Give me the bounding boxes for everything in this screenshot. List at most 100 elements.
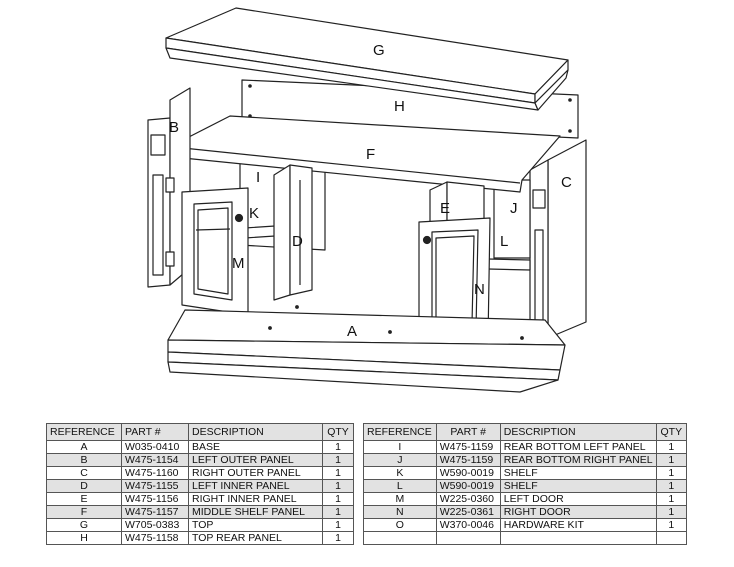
cell-ref: F [46,505,122,519]
cell-ref: C [46,466,122,480]
cell-qty: 1 [322,492,354,506]
label-c: C [561,174,572,191]
label-a: A [347,323,357,340]
table-row: K W590-0019 SHELF 1 [363,466,688,480]
header-description: DESCRIPTION [499,423,657,441]
table-row: N W225-0361 RIGHT DOOR 1 [363,505,688,519]
cell-desc: LEFT INNER PANEL [188,479,323,493]
cell-qty: 1 [322,479,354,493]
table-row: D W475-1155 LEFT INNER PANEL 1 [46,479,354,493]
table-row: E W475-1156 RIGHT INNER PANEL 1 [46,492,354,506]
cell-ref: D [46,479,122,493]
cell-ref: G [46,518,122,532]
table-row: L W590-0019 SHELF 1 [363,479,688,493]
table-row: F W475-1157 MIDDLE SHELF PANEL 1 [46,505,354,519]
label-k: K [249,205,259,222]
cell-ref: O [363,518,437,532]
cell-qty: 1 [655,518,688,532]
cell-part: W590-0019 [435,466,501,480]
header-reference: REFERENCE [363,423,437,441]
header-part: PART # [121,423,189,441]
cell-qty [655,531,688,545]
label-g: G [373,42,385,59]
cell-part: W475-1158 [121,531,189,545]
cell-part: W035-0410 [121,440,189,454]
cell-desc: RIGHT OUTER PANEL [188,466,323,480]
parts-table-left: REFERENCE PART # DESCRIPTION QTY A W035-… [46,423,354,545]
header-reference: REFERENCE [46,423,122,441]
header-qty: QTY [655,423,688,441]
cell-desc: REAR BOTTOM LEFT PANEL [499,440,657,454]
cell-qty: 1 [322,531,354,545]
cell-qty: 1 [655,479,688,493]
cell-part: W705-0383 [121,518,189,532]
label-n: N [474,281,485,298]
cell-desc: SHELF [499,479,657,493]
table-row [363,531,688,545]
header-description: DESCRIPTION [188,423,323,441]
cell-qty: 1 [322,505,354,519]
cell-part: W225-0361 [435,505,501,519]
cell-ref: L [363,479,437,493]
parts-table-right: REFERENCE PART # DESCRIPTION QTY I W475-… [363,423,688,545]
label-b: B [169,119,179,136]
cell-part: W475-1154 [121,453,189,467]
cell-ref: B [46,453,122,467]
table-row: A W035-0410 BASE 1 [46,440,354,454]
cell-part: W475-1155 [121,479,189,493]
cell-desc: BASE [188,440,323,454]
cell-desc: RIGHT INNER PANEL [188,492,323,506]
cell-ref: J [363,453,437,467]
cell-qty: 1 [655,505,688,519]
cell-ref: K [363,466,437,480]
cell-part: W475-1157 [121,505,189,519]
label-l: L [500,233,508,250]
cell-desc: TOP REAR PANEL [188,531,323,545]
cell-part: W370-0046 [435,518,501,532]
cell-part: W475-1160 [121,466,189,480]
cell-part: W590-0019 [435,479,501,493]
table-header-row: REFERENCE PART # DESCRIPTION QTY [363,423,688,441]
cell-qty: 1 [655,440,688,454]
label-m: M [232,255,245,272]
part-n-right-door [418,217,491,341]
part-d-left-inner-panel [273,164,313,301]
cell-qty: 1 [655,492,688,506]
cell-part: W475-1159 [435,440,501,454]
cell-part: W475-1159 [435,453,501,467]
cell-desc: LEFT DOOR [499,492,657,506]
cell-qty: 1 [322,518,354,532]
part-g-top [165,7,569,111]
cell-qty: 1 [322,453,354,467]
table-row: B W475-1154 LEFT OUTER PANEL 1 [46,453,354,467]
part-m-left-door [181,187,249,316]
exploded-assembly-diagram: G H B F C I E J K D L M N A [147,7,587,393]
label-i: I [256,169,260,186]
part-a-base [167,305,566,393]
part-k-shelf [244,225,276,239]
table-header-row: REFERENCE PART # DESCRIPTION QTY [46,423,354,441]
table-row: J W475-1159 REAR BOTTOM RIGHT PANEL 1 [363,453,688,467]
table-row: O W370-0046 HARDWARE KIT 1 [363,518,688,532]
cell-desc: RIGHT DOOR [499,505,657,519]
table-row: H W475-1158 TOP REAR PANEL 1 [46,531,354,545]
header-qty: QTY [322,423,354,441]
label-j: J [510,200,518,217]
cell-ref [363,531,437,545]
table-row: C W475-1160 RIGHT OUTER PANEL 1 [46,466,354,480]
label-d: D [292,233,303,250]
cell-qty: 1 [655,466,688,480]
cell-part [435,531,501,545]
label-f: F [366,146,375,163]
cell-ref: A [46,440,122,454]
part-c-right-outer-panel [529,139,587,346]
header-part: PART # [435,423,501,441]
cell-qty: 1 [322,440,354,454]
table-row: M W225-0360 LEFT DOOR 1 [363,492,688,506]
cell-qty: 1 [655,453,688,467]
table-row: G W705-0383 TOP 1 [46,518,354,532]
table-row: I W475-1159 REAR BOTTOM LEFT PANEL 1 [363,440,688,454]
cell-desc: HARDWARE KIT [499,518,657,532]
cell-desc: SHELF [499,466,657,480]
cell-ref: I [363,440,437,454]
